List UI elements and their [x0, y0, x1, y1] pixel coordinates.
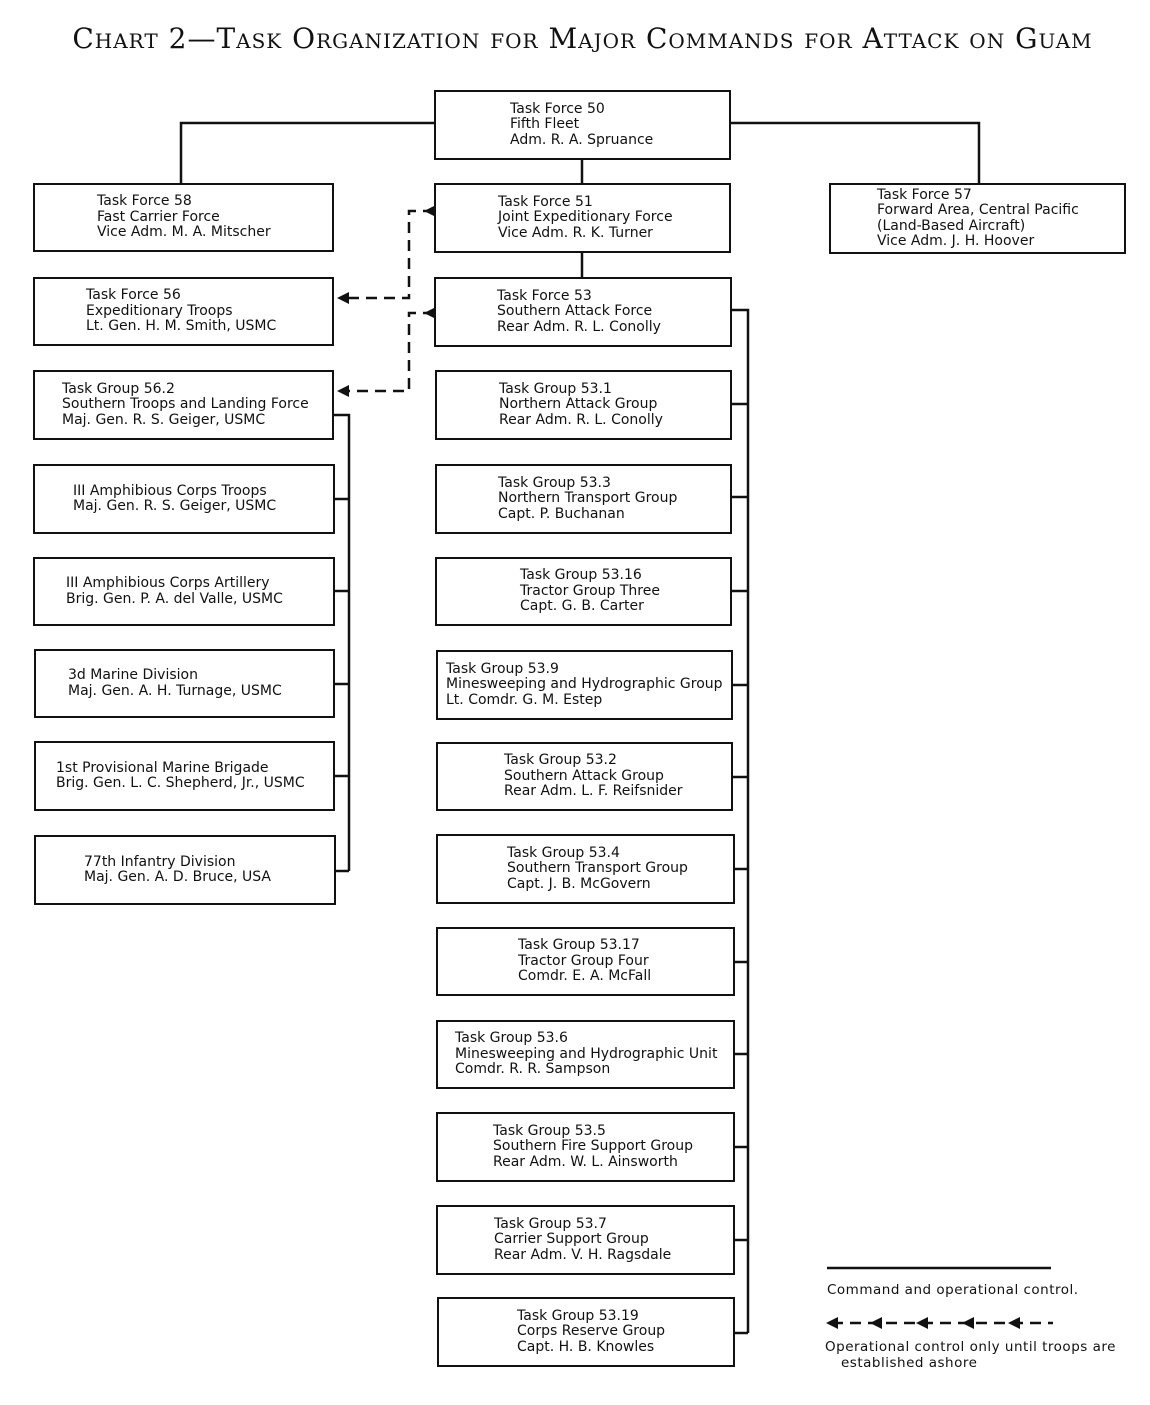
box-line: Task Force 53 [497, 287, 592, 304]
chart-title: Chart 2—Task Organization for Major Comm… [72, 22, 1093, 55]
box-line: Maj. Gen. R. S. Geiger, USMC [62, 411, 266, 428]
box-task-group-53-9: Task Group 53.9 Minesweeping and Hydrogr… [436, 650, 733, 720]
box-line: Task Force 50 [510, 100, 605, 117]
box-line: Capt. H. B. Knowles [517, 1338, 655, 1355]
box-line: Tractor Group Four [518, 952, 649, 969]
box-line: Task Force 58 [97, 193, 192, 210]
box-line: Fast Carrier Force [97, 208, 220, 225]
box-77th-infantry-division: 77th Infantry Division Maj. Gen. A. D. B… [34, 835, 336, 905]
box-line: Task Force 51 [498, 193, 593, 210]
box-task-group-56-2: Task Group 56.2 Southern Troops and Land… [33, 370, 334, 440]
box-line: Corps Reserve Group [517, 1323, 666, 1340]
box-line: Maj. Gen. R. S. Geiger, USMC [73, 498, 277, 514]
box-line: Joint Expeditionary Force [498, 209, 673, 226]
box-1st-provisional-marine-brigade: 1st Provisional Marine Brigade Brig. Gen… [34, 741, 335, 811]
box-line: Carrier Support Group [494, 1231, 649, 1248]
box-line: Expeditionary Troops [86, 302, 233, 319]
box-line: Task Group 53.1 [499, 380, 612, 397]
box-task-group-53-1: Task Group 53.1 Northern Attack Group Re… [435, 370, 732, 440]
box-line: Vice Adm. M. A. Mitscher [97, 224, 271, 241]
box-line: III Amphibious Corps Artillery [66, 575, 270, 591]
box-line: Southern Attack Group [504, 767, 664, 784]
box-line: Task Force 57 [877, 186, 972, 203]
box-line: Lt. Comdr. G. M. Estep [446, 691, 603, 708]
box-task-force-57: Task Force 57 Forward Area, Central Paci… [829, 183, 1126, 254]
box-task-group-53-5: Task Group 53.5 Southern Fire Support Gr… [436, 1112, 735, 1182]
box-line: Southern Fire Support Group [493, 1138, 693, 1155]
box-line: Task Group 53.2 [504, 752, 617, 769]
box-line: Maj. Gen. A. D. Bruce, USA [84, 869, 272, 885]
box-line: Forward Area, Central Pacific [877, 202, 1079, 218]
box-line: Tractor Group Three [520, 582, 660, 599]
box-line: Task Group 53.17 [518, 937, 640, 954]
box-line: Task Group 53.7 [494, 1215, 607, 1232]
box-line: Comdr. E. A. McFall [518, 968, 652, 985]
box-line: Capt. G. B. Carter [520, 598, 644, 615]
box-task-force-56: Task Force 56 Expeditionary Troops Lt. G… [33, 277, 334, 346]
box-line: Task Group 53.5 [493, 1122, 606, 1139]
box-task-group-53-6: Task Group 53.6 Minesweeping and Hydrogr… [436, 1020, 735, 1089]
box-line: Task Group 53.4 [507, 844, 620, 861]
box-line: Northern Transport Group [498, 490, 678, 507]
box-line: Rear Adm. V. H. Ragsdale [494, 1246, 672, 1263]
box-line: Capt. J. B. McGovern [507, 875, 651, 892]
box-line: Adm. R. A. Spruance [510, 131, 654, 148]
box-line: Minesweeping and Hydrographic Group [446, 676, 723, 693]
legend-dashed-label-line: established ashore [841, 1355, 978, 1371]
box-line: Brig. Gen. P. A. del Valle, USMC [66, 590, 283, 607]
box-line: Minesweeping and Hydrographic Unit [455, 1045, 718, 1062]
box-task-group-53-4: Task Group 53.4 Southern Transport Group… [436, 834, 735, 904]
box-line: Task Group 53.6 [455, 1030, 568, 1047]
box-task-force-50: Task Force 50 Fifth Fleet Adm. R. A. Spr… [434, 90, 731, 160]
box-task-group-53-2: Task Group 53.2 Southern Attack Group Re… [436, 742, 733, 811]
box-line: Rear Adm. R. L. Conolly [499, 411, 663, 428]
box-task-group-53-7: Task Group 53.7 Carrier Support Group Re… [436, 1205, 735, 1275]
box-line: Vice Adm. R. K. Turner [498, 224, 653, 241]
box-line: Task Group 53.16 [520, 567, 642, 584]
box-line: (Land-Based Aircraft) [877, 217, 1026, 234]
box-line: Maj. Gen. A. H. Turnage, USMC [68, 682, 282, 699]
box-line: 77th Infantry Division [84, 853, 236, 870]
box-line: Lt. Gen. H. M. Smith, USMC [86, 318, 277, 335]
box-line: Task Group 53.9 [446, 660, 559, 677]
box-line: Task Group 53.19 [517, 1307, 639, 1324]
box-line: Task Force 56 [86, 287, 181, 304]
box-task-group-53-3: Task Group 53.3 Northern Transport Group… [435, 464, 732, 534]
legend-solid-label: Command and operational control. [827, 1282, 1079, 1298]
box-line: 3d Marine Division [68, 667, 198, 683]
box-line: Northern Attack Group [499, 396, 658, 413]
box-task-force-53: Task Force 53 Southern Attack Force Rear… [434, 277, 732, 347]
box-task-group-53-17: Task Group 53.17 Tractor Group Four Comd… [436, 927, 735, 996]
box-line: Capt. P. Buchanan [498, 505, 625, 522]
box-line: Rear Adm. L. F. Reifsnider [504, 783, 683, 800]
box-task-group-53-16: Task Group 53.16 Tractor Group Three Cap… [435, 557, 732, 626]
box-line: III Amphibious Corps Troops [73, 482, 267, 499]
box-line: Task Group 53.3 [498, 474, 611, 491]
box-line: Southern Troops and Landing Force [62, 396, 309, 413]
box-iii-amphibious-corps-artillery: III Amphibious Corps Artillery Brig. Gen… [33, 557, 335, 626]
box-task-force-58: Task Force 58 Fast Carrier Force Vice Ad… [33, 183, 334, 252]
legend-dashed-label: Operational control only until troops ar… [825, 1339, 1116, 1371]
box-task-force-51: Task Force 51 Joint Expeditionary Force … [434, 183, 731, 253]
box-line: Southern Attack Force [497, 303, 653, 320]
box-line: Fifth Fleet [510, 116, 580, 133]
box-iii-amphibious-corps-troops: III Amphibious Corps Troops Maj. Gen. R.… [33, 464, 335, 534]
box-line: Southern Transport Group [507, 860, 688, 877]
legend-dashed-label-line: Operational control only until troops ar… [825, 1339, 1116, 1355]
box-line: Rear Adm. R. L. Conolly [497, 318, 661, 335]
box-task-group-53-19: Task Group 53.19 Corps Reserve Group Cap… [437, 1297, 735, 1367]
box-3d-marine-division: 3d Marine Division Maj. Gen. A. H. Turna… [34, 649, 335, 718]
box-line: Rear Adm. W. L. Ainsworth [493, 1153, 678, 1170]
box-line: 1st Provisional Marine Brigade [56, 759, 269, 776]
box-line: Vice Adm. J. H. Hoover [877, 233, 1035, 249]
box-line: Comdr. R. R. Sampson [455, 1061, 611, 1078]
box-line: Task Group 56.2 [62, 380, 175, 397]
box-line: Brig. Gen. L. C. Shepherd, Jr., USMC [56, 775, 305, 791]
